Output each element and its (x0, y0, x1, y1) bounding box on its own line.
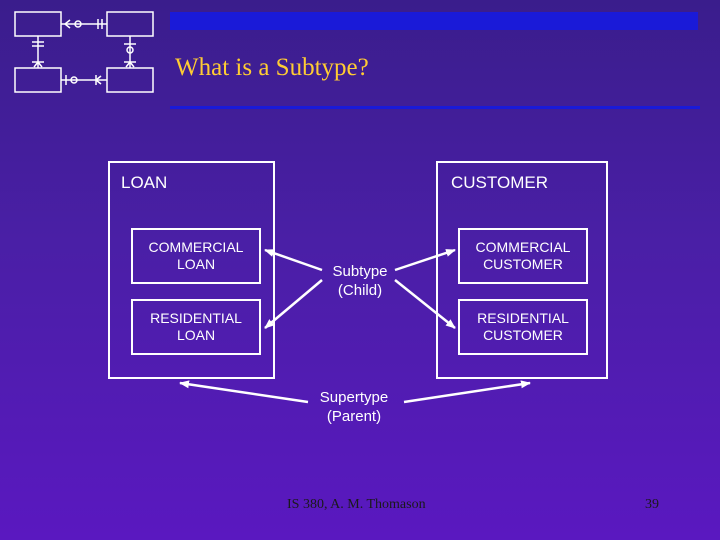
commercial-loan-label: COMMERCIAL LOAN (148, 239, 244, 272)
er-diagram-logo-icon (14, 11, 154, 93)
residential-loan-label: RESIDENTIAL LOAN (150, 310, 242, 343)
arrow-to-residential-customer (394, 279, 456, 329)
loan-label: LOAN (121, 173, 168, 192)
residential-loan-box: RESIDENTIAL LOAN (131, 299, 261, 355)
commercial-customer-label: COMMERCIAL CUSTOMER (475, 239, 571, 272)
subtype-label: Subtype (Child) (332, 263, 388, 299)
page-number: 39 (645, 497, 659, 512)
arrow-to-commercial-customer (394, 248, 456, 272)
customer-entity-box (436, 161, 608, 379)
commercial-loan-box: COMMERCIAL LOAN (131, 228, 261, 284)
residential-customer-box: RESIDENTIAL CUSTOMER (458, 299, 588, 355)
loan-entity-box (108, 161, 275, 379)
customer-label: CUSTOMER (451, 173, 548, 192)
commercial-customer-box: COMMERCIAL CUSTOMER (458, 228, 588, 284)
arrow-to-loan-supertype (179, 380, 309, 404)
arrow-to-customer-supertype (403, 380, 531, 404)
supertype-label: Supertype (Parent) (319, 389, 389, 425)
title-bar (170, 12, 698, 30)
arrow-to-residential-loan (264, 279, 323, 329)
residential-customer-label: RESIDENTIAL CUSTOMER (477, 310, 569, 343)
footer-text: IS 380, A. M. Thomason (287, 497, 426, 512)
title-rule (170, 106, 700, 109)
slide-title: What is a Subtype? (175, 54, 369, 81)
arrow-to-commercial-loan (264, 248, 323, 272)
